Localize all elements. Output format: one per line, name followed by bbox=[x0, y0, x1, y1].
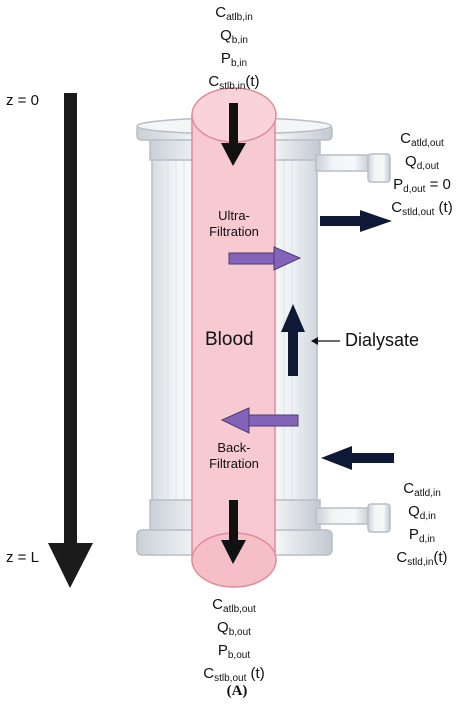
z-bottom-label: z = L bbox=[6, 549, 39, 566]
label-subscript: b,out bbox=[227, 650, 251, 661]
label-subscript: atlb,in bbox=[226, 12, 253, 23]
ultra-filtration-arrow bbox=[228, 246, 302, 271]
label-symbol: C bbox=[215, 4, 227, 21]
figure-caption: (A) bbox=[226, 683, 248, 699]
label-line: Filtration bbox=[209, 224, 259, 239]
label-subscript: stld,out bbox=[402, 207, 435, 218]
blood-label: Blood bbox=[205, 329, 254, 350]
label-symbol: P bbox=[220, 50, 231, 67]
label-line: Qb,in bbox=[184, 27, 284, 50]
z-top-label: z = 0 bbox=[6, 92, 39, 109]
label-line: Pd,in bbox=[377, 526, 467, 549]
label-symbol: Q bbox=[217, 619, 229, 636]
label-subscript: atld,out bbox=[411, 138, 444, 149]
back-filtration-arrow bbox=[220, 407, 299, 434]
label-subscript: d,in bbox=[418, 534, 436, 545]
label-symbol: Q bbox=[220, 27, 232, 44]
label-tail: (t) bbox=[434, 199, 453, 216]
label-line: Qb,out bbox=[184, 619, 284, 642]
label-subscript: b,out bbox=[228, 627, 251, 638]
label-subscript: d,out bbox=[403, 184, 426, 195]
label-line: Cstld,out (t) bbox=[377, 199, 467, 222]
label-subscript: atlb,out bbox=[223, 604, 256, 615]
label-symbol: C bbox=[208, 73, 220, 90]
label-tail: = 0 bbox=[425, 176, 451, 193]
dialysate-pointer bbox=[311, 337, 340, 345]
label-symbol: Q bbox=[408, 503, 420, 520]
label-tail: (t) bbox=[433, 549, 448, 566]
label-symbol: C bbox=[403, 480, 415, 497]
label-line: Ultra- bbox=[218, 208, 250, 223]
label-tail: (t) bbox=[245, 73, 260, 90]
label-subscript: d,out bbox=[416, 161, 439, 172]
label-line: Qd,out bbox=[377, 153, 467, 176]
blood-out-arrow bbox=[221, 500, 246, 564]
back-filtration-label: Back-Filtration bbox=[189, 440, 279, 472]
z-axis-arrow bbox=[48, 93, 93, 588]
label-line: Catld,in bbox=[377, 480, 467, 503]
label-line: Catlb,out bbox=[184, 596, 284, 619]
label-subscript: b,in bbox=[231, 35, 248, 46]
blood-in-arrow bbox=[221, 103, 246, 166]
dialysate-in-arrow bbox=[321, 446, 394, 470]
label-line: Cstlb,in(t) bbox=[184, 73, 284, 96]
label-symbol: P bbox=[217, 642, 228, 659]
dialysate-label: Dialysate bbox=[345, 330, 420, 350]
label-line: Pd,out = 0 bbox=[377, 176, 467, 199]
blood-channel bbox=[191, 87, 277, 588]
label-line: Back- bbox=[217, 440, 251, 455]
label-subscript: stlb,in bbox=[219, 81, 246, 92]
label-line: Catld,out bbox=[377, 130, 467, 153]
label-symbol: C bbox=[203, 665, 215, 682]
label-subscript: stlb,out bbox=[214, 673, 247, 684]
label-tail: (t) bbox=[246, 665, 265, 682]
label-line: Cstlb,out (t) bbox=[184, 665, 284, 688]
label-line: Filtration bbox=[209, 456, 259, 471]
ultra-filtration-label: Ultra-Filtration bbox=[189, 208, 279, 240]
label-line: Qd,in bbox=[377, 503, 467, 526]
label-symbol: P bbox=[393, 176, 404, 193]
dialysate-up-arrow bbox=[281, 304, 305, 376]
label-symbol: C bbox=[212, 596, 224, 613]
label-line: Pb,out bbox=[184, 642, 284, 665]
label-line: Pb,in bbox=[184, 50, 284, 73]
label-line: Cstld,in(t) bbox=[377, 549, 467, 572]
label-subscript: stld,in bbox=[407, 557, 434, 568]
label-subscript: b,in bbox=[230, 58, 248, 69]
label-symbol: P bbox=[408, 526, 419, 543]
label-symbol: C bbox=[391, 199, 403, 216]
label-subscript: d,in bbox=[419, 511, 436, 522]
dialysate-out-arrow bbox=[320, 210, 392, 232]
label-symbol: C bbox=[400, 130, 412, 147]
label-subscript: atld,in bbox=[414, 488, 441, 499]
label-symbol: C bbox=[396, 549, 408, 566]
label-symbol: Q bbox=[405, 153, 417, 170]
label-line: Catlb,in bbox=[184, 4, 284, 27]
